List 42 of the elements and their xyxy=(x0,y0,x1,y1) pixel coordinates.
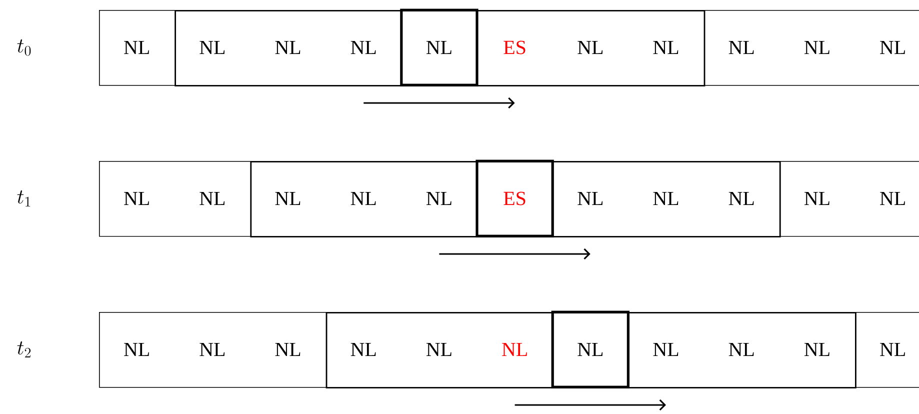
cell-label: NL xyxy=(728,40,754,54)
cell-label: NL xyxy=(124,342,149,356)
cell-label: NL xyxy=(200,342,225,356)
cell-label: NL xyxy=(804,40,830,54)
band-box xyxy=(99,10,919,86)
cell-label: NL xyxy=(578,40,603,54)
cell-label: NL xyxy=(275,192,300,206)
highlighted-cell: NL xyxy=(551,310,630,388)
cell-label: NL xyxy=(200,40,225,54)
cell-label: NL xyxy=(804,342,830,356)
cell-label: NL xyxy=(804,192,830,206)
cell-label: NL xyxy=(275,342,300,356)
window-box xyxy=(326,312,856,388)
highlighted-cell: NL xyxy=(400,8,478,86)
band-box xyxy=(99,312,919,388)
band-box xyxy=(99,161,919,237)
time-label: $t_0$ xyxy=(17,39,31,56)
time-label: $t_1$ xyxy=(17,190,30,206)
cell-label: NL xyxy=(350,40,376,54)
cell-label: NL xyxy=(653,192,678,206)
cell-label: NL xyxy=(350,192,376,206)
cell-label: NL xyxy=(124,40,149,54)
highlighted-cell: ES xyxy=(476,160,554,238)
cell-label: NL xyxy=(426,192,452,206)
cell-label: NL xyxy=(653,342,678,356)
cell-label: NL xyxy=(275,40,300,54)
cell-label: NL xyxy=(124,192,149,206)
cell-label: NL xyxy=(880,40,905,54)
cell-label: NL xyxy=(880,192,905,206)
window-box xyxy=(174,10,706,86)
cell-label: NL xyxy=(578,192,603,206)
cell-label: NL xyxy=(350,342,376,356)
cell-label: ES xyxy=(504,40,526,54)
cell-label: NL xyxy=(653,40,678,54)
cell-label: NL xyxy=(728,342,754,356)
cell-label: NL xyxy=(728,192,754,206)
cell-label: NL xyxy=(200,192,225,206)
cell-label: NL xyxy=(880,342,905,356)
cell-label: NL xyxy=(502,342,527,356)
time-label: $t_2$ xyxy=(17,341,31,358)
window-box xyxy=(250,161,781,238)
cell-label: NL xyxy=(426,342,452,356)
